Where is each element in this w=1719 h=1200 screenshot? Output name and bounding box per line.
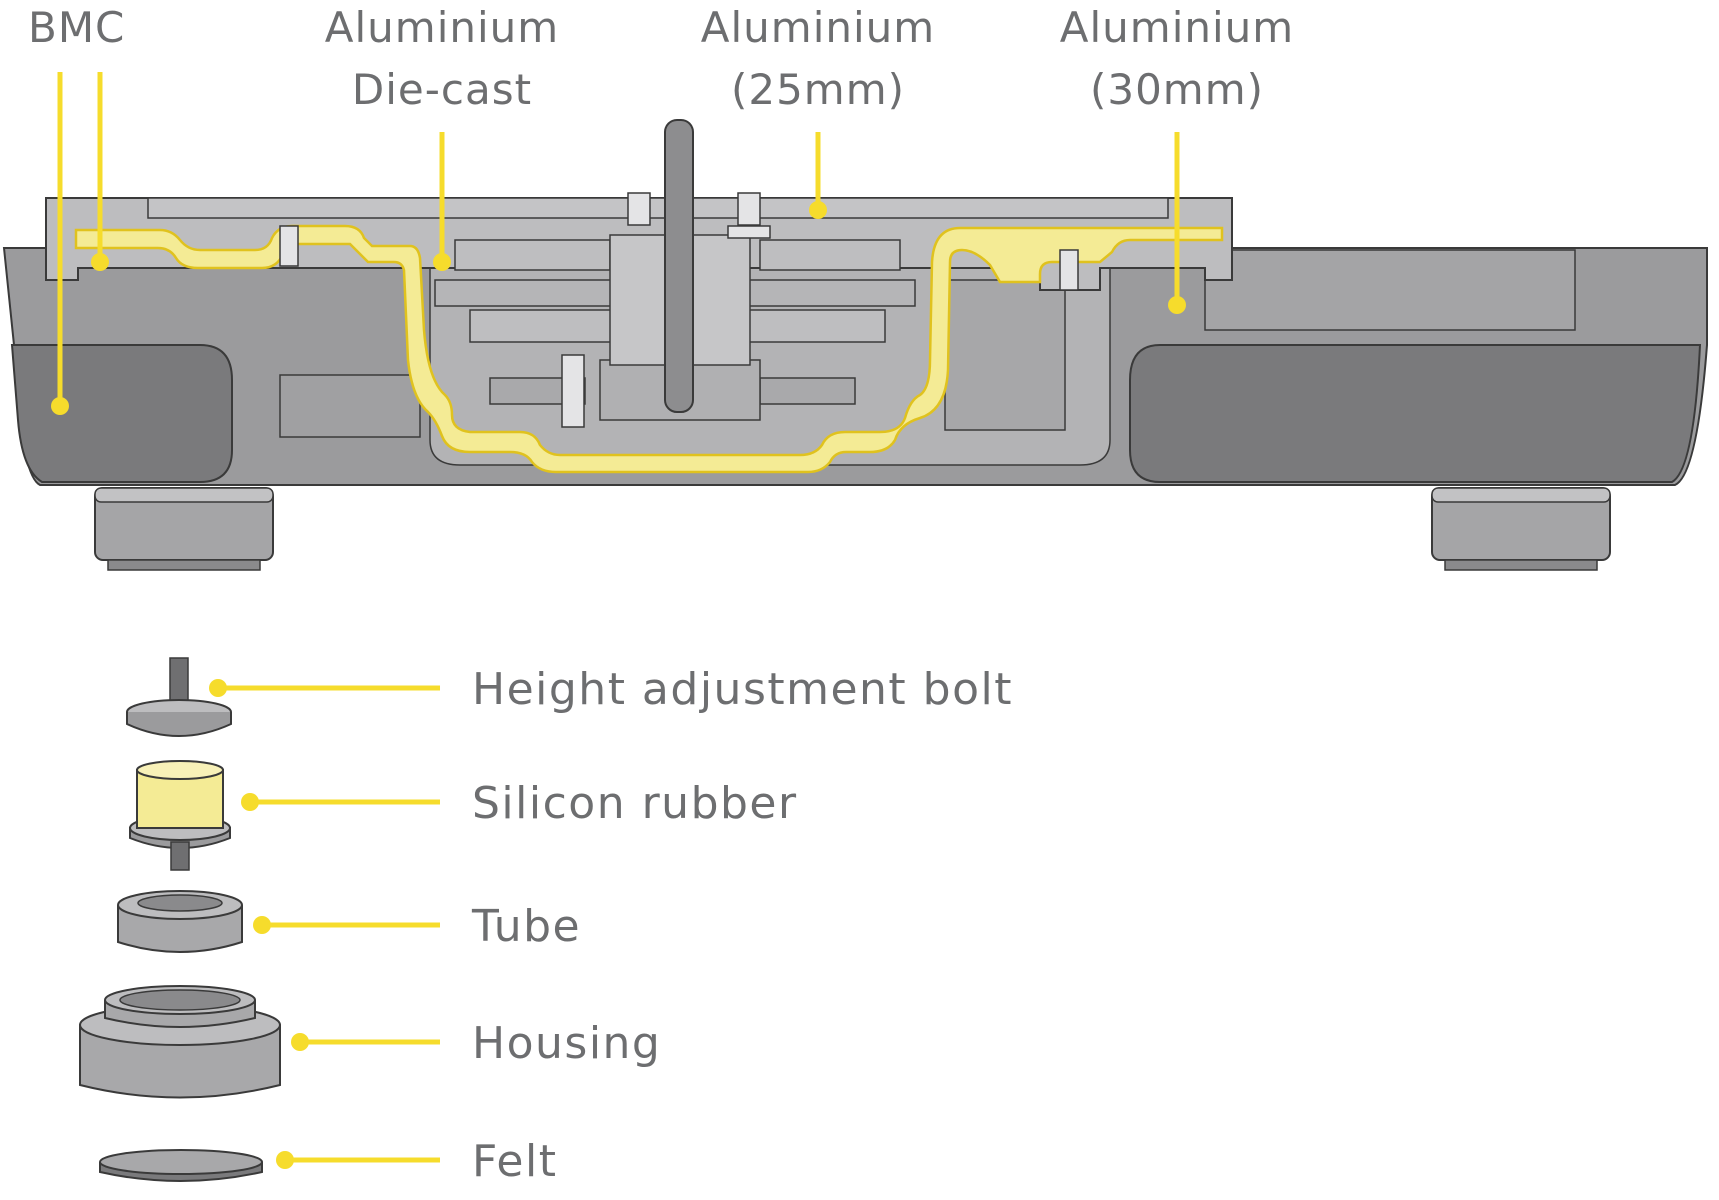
spindle (664, 119, 694, 413)
label-housing: Housing (472, 1018, 661, 1069)
label-aluminium-25mm-line1: Aluminium (701, 3, 935, 52)
bmc-left-block (10, 344, 233, 483)
label-aluminium-30mm-line1: Aluminium (1060, 3, 1294, 52)
part-leaders (209, 679, 440, 1169)
label-die-cast-line1: Aluminium (325, 3, 559, 52)
label-die-cast-line2: Die-cast (352, 65, 532, 114)
bmc-right-block (1129, 344, 1702, 483)
housing-icon (79, 985, 281, 1099)
turntable-cross-section (2, 119, 1708, 571)
label-tube: Tube (471, 901, 581, 952)
tube-icon (117, 890, 243, 953)
label-bmc: BMC (28, 3, 125, 52)
left-foot (94, 487, 274, 571)
label-felt: Felt (472, 1136, 557, 1187)
top-labels: BMC Aluminium Die-cast Aluminium (25mm) … (28, 3, 1294, 114)
right-foot (1431, 487, 1611, 571)
silicon-rubber-icon (129, 760, 231, 871)
label-height-adjustment-bolt: Height adjustment bolt (472, 664, 1013, 715)
top-leaders (51, 72, 1186, 415)
label-aluminium-25mm-line2: (25mm) (731, 65, 905, 114)
felt-icon (99, 1149, 263, 1182)
height-adjustment-bolt-icon (126, 657, 232, 737)
label-aluminium-30mm-line2: (30mm) (1090, 65, 1264, 114)
label-silicon-rubber: Silicon rubber (472, 778, 798, 829)
part-labels: Height adjustment bolt Silicon rubber Tu… (471, 664, 1013, 1187)
aluminium-die-cast-highlight (74, 224, 1224, 474)
